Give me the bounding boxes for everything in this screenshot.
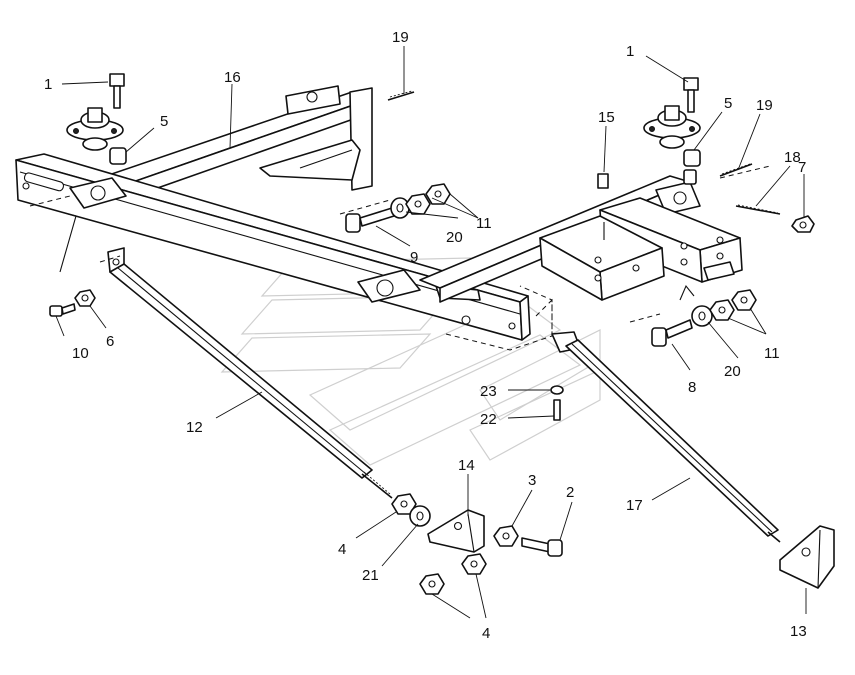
nut-11-lower-b	[731, 289, 757, 311]
nut-11-upper-b	[425, 183, 451, 205]
main-long-beam	[15, 153, 531, 341]
callout-20-lower: 20	[724, 363, 741, 380]
bracket-13	[779, 525, 835, 589]
callout-23: 23	[480, 383, 497, 400]
callout-6: 6	[106, 333, 114, 350]
callout-19-right: 19	[756, 97, 773, 114]
bracket-14	[427, 509, 485, 553]
callout-14: 14	[458, 457, 475, 474]
callout-1-right: 1	[626, 43, 634, 60]
callout-13: 13	[790, 623, 807, 640]
threaded-rod-18	[735, 204, 781, 215]
callout-8: 8	[688, 379, 696, 396]
nut-4-lower-b	[461, 553, 487, 575]
strut-17	[551, 331, 781, 543]
callout-1-left: 1	[44, 76, 52, 93]
nut-3	[493, 525, 519, 547]
nut-6	[74, 289, 96, 307]
leader-lines	[55, 46, 807, 619]
callout-9: 9	[410, 249, 418, 266]
callout-18: 18	[784, 149, 801, 166]
callout-11-upper: 11	[476, 215, 492, 232]
callout-19-top: 19	[392, 29, 409, 46]
washer-23	[550, 385, 564, 395]
callout-10: 10	[72, 345, 89, 362]
bolt-8	[651, 319, 693, 347]
callout-16: 16	[224, 69, 241, 86]
callout-4-lower: 4	[482, 625, 490, 642]
plate-15	[597, 173, 609, 189]
callout-11-lower: 11	[764, 345, 780, 362]
callout-5-right: 5	[724, 95, 732, 112]
bolt-10	[49, 303, 76, 317]
left-hub-flange	[66, 107, 124, 151]
callout-3: 3	[528, 472, 536, 489]
assembly-hint-lines	[29, 165, 771, 351]
right-box-frame	[539, 197, 743, 301]
bolt-1-left	[109, 73, 125, 109]
nut-7	[791, 215, 815, 233]
callout-labels: 1 1 2 3 4 4 4 5 5 6 7 8 9 10 11 11 12 13…	[44, 29, 807, 642]
callout-15: 15	[598, 109, 615, 126]
threaded-rod-19-top	[387, 90, 415, 101]
bolt-22	[553, 399, 561, 421]
washer-21	[409, 505, 431, 527]
nut-11-upper-a	[405, 193, 431, 215]
washer-20-lower	[691, 305, 713, 327]
bolt-9	[345, 207, 395, 233]
callout-2: 2	[566, 484, 574, 501]
callout-22: 22	[480, 411, 497, 428]
threaded-rod-19-right	[719, 163, 753, 177]
callout-4-upper: 4	[338, 541, 346, 558]
bolt-2	[521, 537, 563, 557]
sleeve-5-right	[683, 149, 701, 185]
bolt-1-right	[683, 77, 699, 113]
washer-20-upper	[390, 197, 410, 219]
callout-21: 21	[362, 567, 379, 584]
right-hub-flange	[643, 105, 701, 149]
callout-20-upper: 20	[446, 229, 463, 246]
nut-11-lower-a	[709, 299, 735, 321]
strut-12	[107, 247, 393, 499]
callout-5-left: 5	[160, 113, 168, 130]
callout-12: 12	[186, 419, 203, 436]
callout-17: 17	[626, 497, 643, 514]
callout-7: 7	[798, 159, 806, 176]
rear-cross-tube	[99, 85, 373, 205]
nut-4-lower-a	[419, 573, 445, 595]
sleeve-5-left	[109, 147, 127, 165]
